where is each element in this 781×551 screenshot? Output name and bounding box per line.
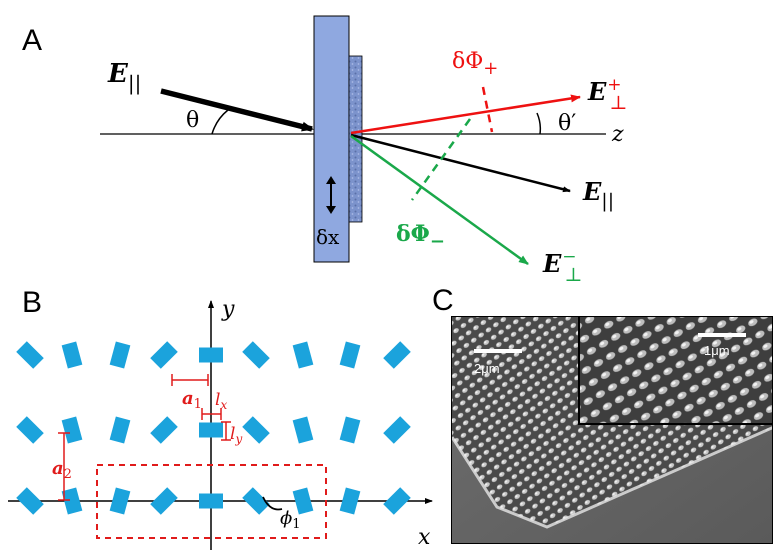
nanorod bbox=[61, 487, 83, 515]
panel-b-label: B bbox=[22, 286, 42, 319]
nanorod bbox=[242, 416, 270, 444]
dx-label: δx bbox=[316, 225, 340, 249]
e-perp-minus-beam bbox=[350, 134, 529, 266]
theta-prime-arc bbox=[536, 112, 542, 135]
nanorod bbox=[16, 341, 44, 369]
dx-arrow-head-down bbox=[326, 206, 336, 214]
e-perp-plus-label: E+⊥ bbox=[587, 75, 627, 114]
unit-cell-box bbox=[96, 464, 327, 539]
nanorod bbox=[16, 487, 44, 515]
ly-label: ly bbox=[230, 424, 242, 446]
panel-c-label: C bbox=[432, 284, 454, 317]
nanorod bbox=[383, 487, 411, 515]
nanorod bbox=[339, 416, 361, 444]
nanorod bbox=[150, 341, 178, 369]
nanorod bbox=[199, 422, 223, 438]
nanorod bbox=[292, 341, 314, 369]
nanorod bbox=[61, 341, 83, 369]
a1-label: a1 bbox=[182, 388, 202, 412]
dphi-plus-label: δΦ+ bbox=[452, 49, 498, 79]
phi-label: ϕ1 bbox=[280, 508, 301, 532]
phi-arc bbox=[262, 496, 283, 511]
e-parallel-out-label: E|| bbox=[582, 177, 614, 212]
nanorod bbox=[109, 416, 131, 444]
nanorod bbox=[292, 487, 314, 515]
nanorod bbox=[199, 493, 223, 509]
nanorod bbox=[109, 487, 131, 515]
nanorod bbox=[16, 416, 44, 444]
dphi-plus-wavefront bbox=[481, 86, 494, 133]
e-perp-plus-beam bbox=[350, 94, 581, 135]
sem-inset: 1μm bbox=[578, 317, 772, 425]
nanorod bbox=[199, 347, 223, 363]
theta-prime-label: θ′ bbox=[558, 111, 576, 136]
nanorod bbox=[383, 341, 411, 369]
a2-label: a2 bbox=[52, 458, 72, 482]
nanorod bbox=[339, 341, 361, 369]
e-perp-minus-label: E−⊥ bbox=[542, 247, 582, 286]
scalebar-main-label: 2μm bbox=[474, 361, 500, 376]
scalebar-inset bbox=[698, 333, 746, 337]
z-axis-label: z bbox=[611, 122, 624, 147]
x-axis-label: x bbox=[418, 525, 431, 550]
incident-beam-arrow bbox=[160, 88, 314, 132]
dx-arrow-head-up bbox=[326, 176, 336, 184]
nanorod bbox=[242, 487, 270, 515]
e-incident-label: E|| bbox=[107, 59, 141, 96]
nanorod bbox=[150, 416, 178, 444]
nanorod bbox=[339, 487, 361, 515]
panel-a-label: A bbox=[22, 24, 42, 57]
nanorod bbox=[109, 341, 131, 369]
nanorod-array bbox=[16, 341, 411, 515]
theta-label: θ bbox=[186, 108, 199, 133]
theta-arc bbox=[211, 109, 229, 135]
dphi-minus-wavefront bbox=[410, 118, 472, 201]
nanorod bbox=[292, 416, 314, 444]
nanorod bbox=[242, 341, 270, 369]
y-axis-label: y bbox=[221, 297, 235, 322]
sem-field-edge bbox=[452, 426, 772, 529]
e-parallel-out-beam bbox=[350, 133, 571, 193]
scalebar-inset-label: 1μm bbox=[704, 343, 730, 358]
dphi-minus-label: δΦ− bbox=[396, 221, 445, 252]
sem-micrograph: 1μm 2μm bbox=[451, 316, 773, 544]
nanorod bbox=[61, 416, 83, 444]
nanorod bbox=[150, 487, 178, 515]
nanorod bbox=[383, 416, 411, 444]
lx-label: lx bbox=[215, 390, 227, 412]
